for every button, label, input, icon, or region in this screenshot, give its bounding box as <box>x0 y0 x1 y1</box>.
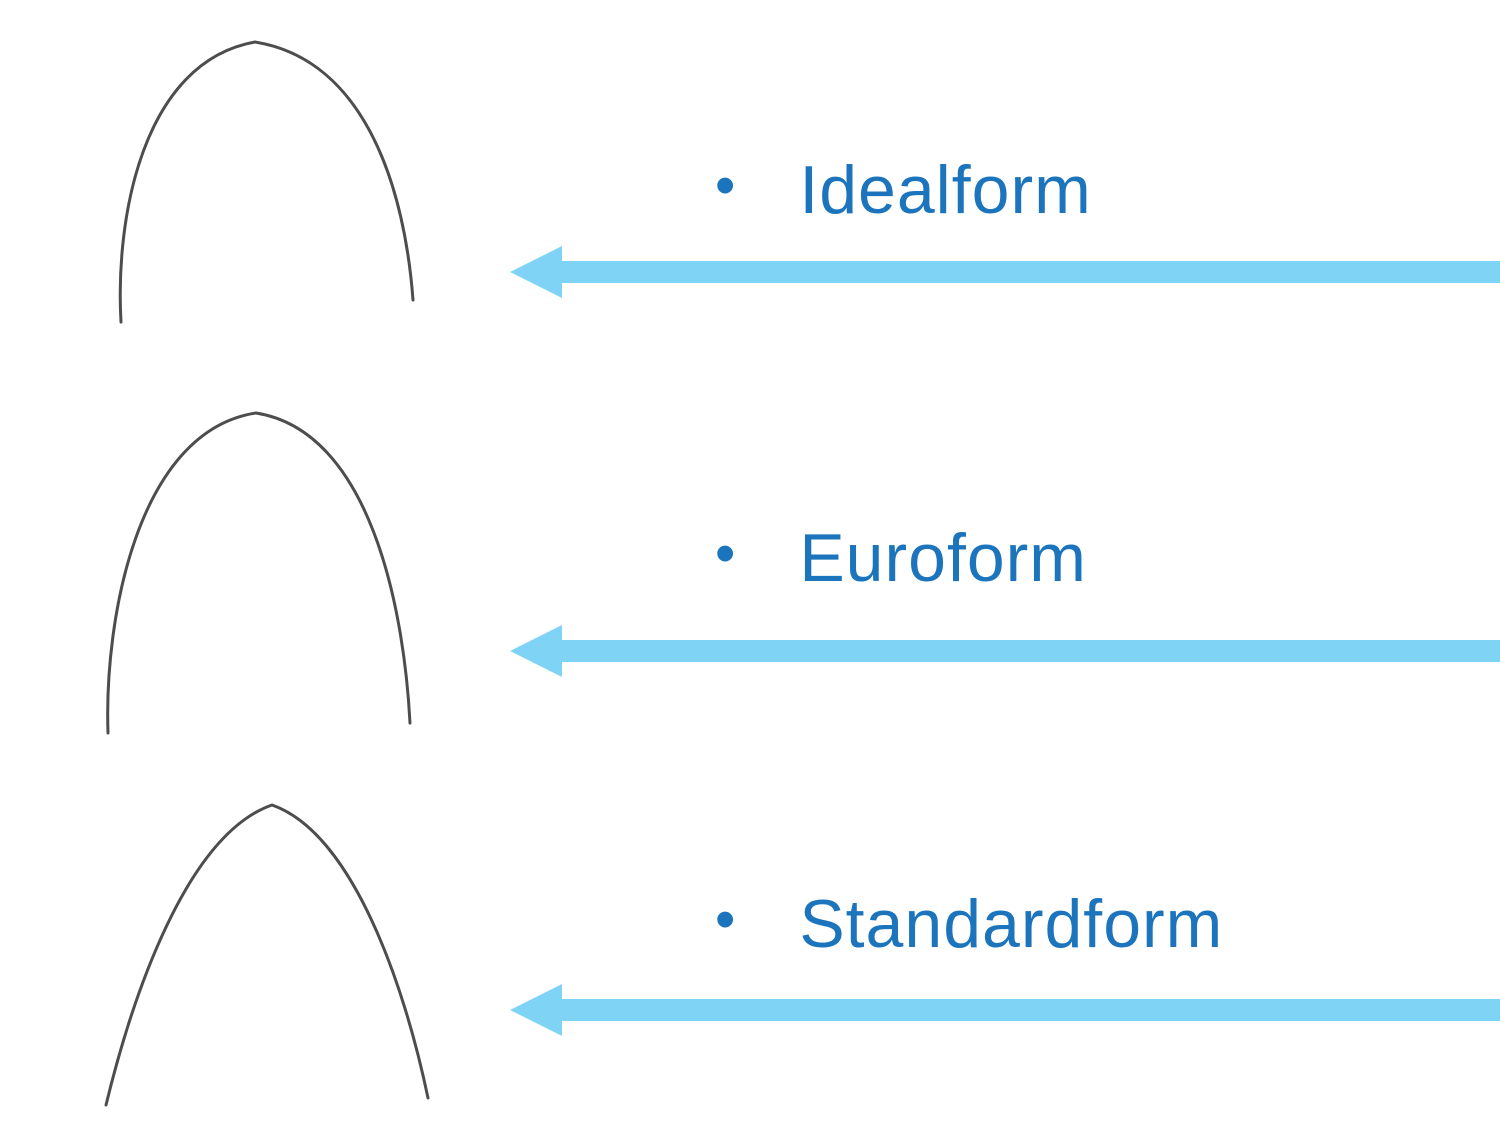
label-idealform: Idealform <box>799 152 1092 228</box>
left-arrow-icon <box>510 625 1500 677</box>
left-arrow-icon <box>510 246 1500 298</box>
bullet-icon: • <box>715 153 736 218</box>
archwire-euroform-shape <box>106 411 412 735</box>
label-euroform: Euroform <box>799 520 1087 596</box>
left-arrow-icon <box>510 984 1500 1036</box>
bullet-item-idealform: • Idealform <box>715 156 1092 224</box>
bullet-item-euroform: • Euroform <box>715 524 1087 592</box>
archwire-standardform-shape <box>104 803 430 1107</box>
bullet-icon: • <box>715 887 736 952</box>
bullet-item-standardform: • Standardform <box>715 890 1223 958</box>
bullet-icon: • <box>715 521 736 586</box>
archwire-idealform-shape <box>118 40 415 324</box>
label-standardform: Standardform <box>799 886 1224 962</box>
